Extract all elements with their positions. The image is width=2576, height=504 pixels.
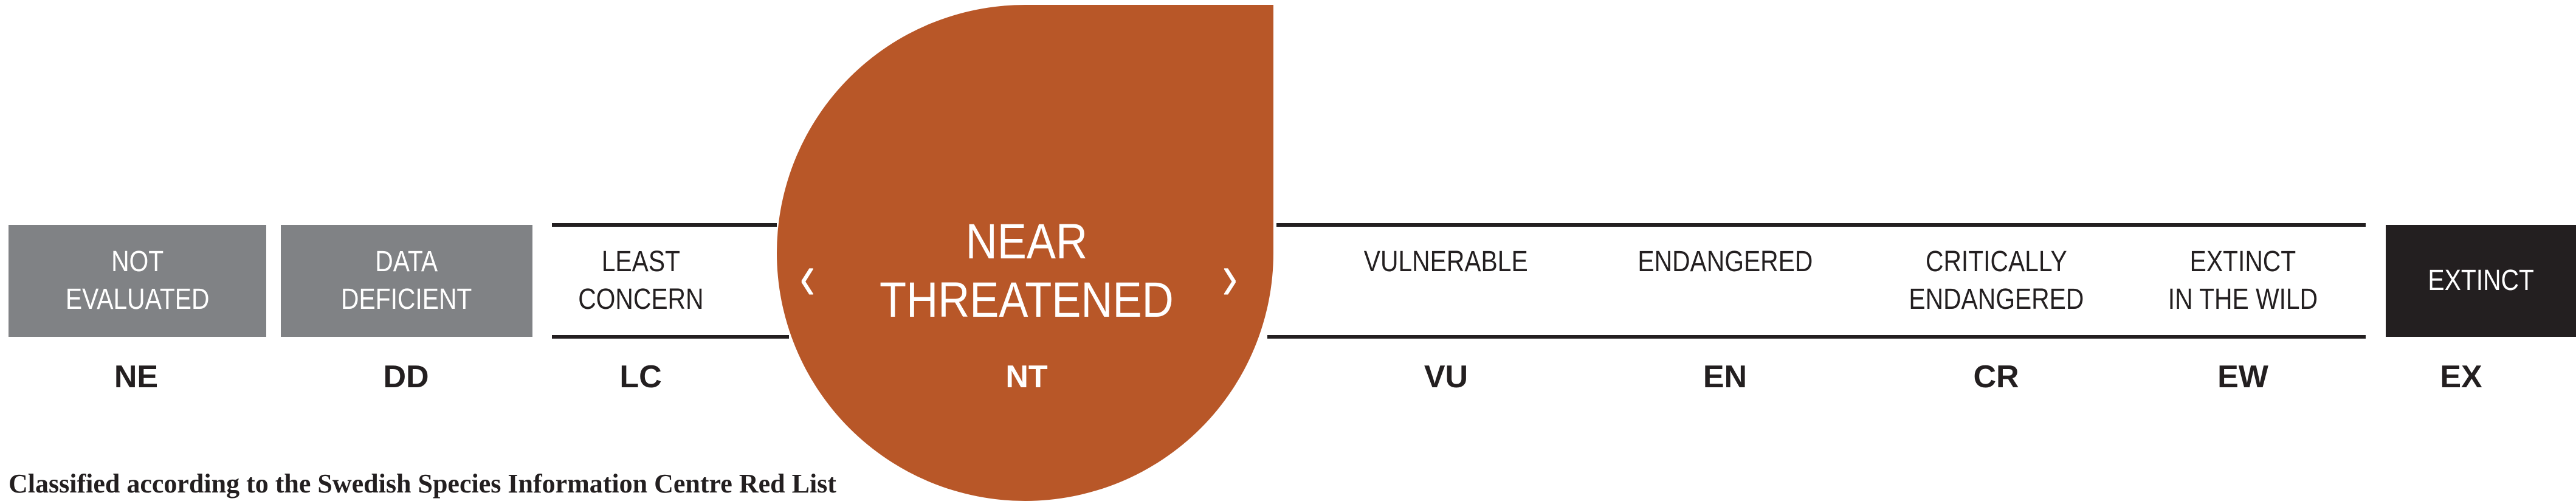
category-least-concern: LEAST CONCERN	[507, 225, 774, 337]
category-near-threatened: NEAR THREATENED	[783, 213, 1270, 330]
category-label: ENDANGERED	[1638, 246, 1813, 278]
category-code: DD	[383, 359, 429, 395]
category-label: NOT EVALUATED	[65, 246, 210, 316]
caption: Classified according to the Swedish Spec…	[9, 469, 836, 499]
divider-line	[552, 223, 777, 227]
divider-line	[552, 335, 789, 339]
category-critically-endangered: CRITICALLY ENDANGERED	[1862, 225, 2130, 337]
category-code: VU	[1424, 359, 1469, 395]
category-label: NEAR THREATENED	[880, 214, 1174, 328]
category-label: EXTINCT IN THE WILD	[2168, 246, 2318, 316]
category-extinct-in-the-wild: EXTINCT IN THE WILD	[2109, 225, 2377, 337]
category-code: LC	[619, 359, 662, 395]
category-label: VULNERABLE	[1364, 246, 1528, 278]
category-code: EN	[1703, 359, 1748, 395]
category-vulnerable: VULNERABLE	[1312, 225, 1580, 337]
category-code: NT	[1005, 359, 1048, 395]
category-label: CRITICALLY ENDANGERED	[1909, 246, 2084, 316]
category-label: EXTINCT	[2428, 264, 2534, 297]
selected-category-marker	[777, 5, 1273, 501]
category-not-evaluated: NOT EVALUATED	[9, 225, 266, 337]
category-extinct: EXTINCT	[2386, 225, 2576, 337]
category-endangered: ENDANGERED	[1591, 225, 1859, 337]
divider-line	[1267, 335, 2366, 339]
chevron-left-icon[interactable]: ‹	[799, 239, 816, 314]
category-code: EW	[2217, 359, 2268, 395]
divider-line	[1276, 223, 2366, 227]
category-label: DATA DEFICIENT	[341, 246, 472, 316]
category-code: CR	[1973, 359, 2019, 395]
category-label: LEAST CONCERN	[577, 246, 704, 316]
category-data-deficient: DATA DEFICIENT	[281, 225, 532, 337]
category-code: EX	[2440, 359, 2482, 395]
chevron-right-icon[interactable]: ›	[1222, 239, 1238, 314]
category-code: NE	[114, 359, 159, 395]
